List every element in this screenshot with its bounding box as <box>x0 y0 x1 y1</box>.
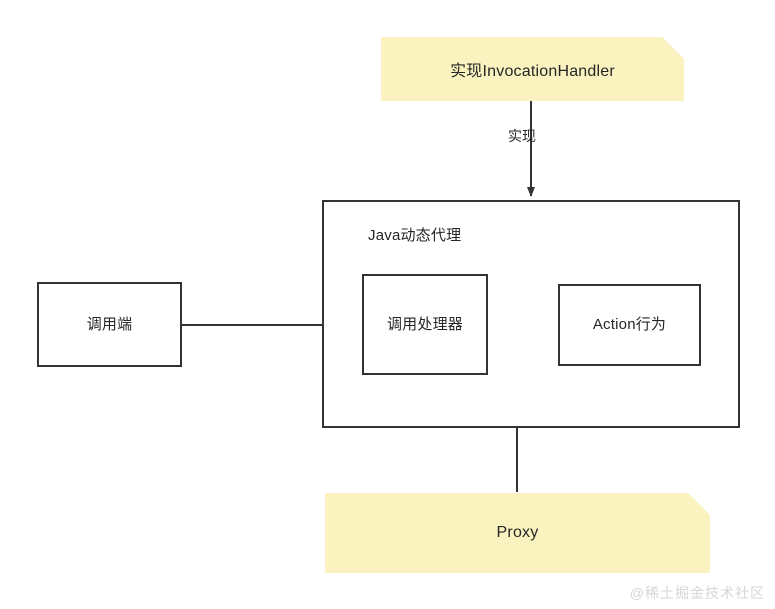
note-invocation-handler[interactable]: 实现InvocationHandler <box>381 37 684 101</box>
box-invocation-handler[interactable]: 调用处理器 <box>362 274 488 375</box>
note-proxy-label: Proxy <box>496 524 539 541</box>
box-action[interactable]: Action行为 <box>558 284 701 366</box>
box-caller[interactable]: 调用端 <box>37 282 182 367</box>
box-action-label: Action行为 <box>592 316 667 334</box>
edge-label-implement: 实现 <box>508 128 536 144</box>
note-invocation-handler-label: 实现InvocationHandler <box>450 63 615 80</box>
note-proxy[interactable]: Proxy <box>325 493 710 573</box>
box-invocation-handler-label: 调用处理器 <box>386 315 463 333</box>
watermark: @稀土掘金技术社区 <box>629 585 765 601</box>
container-title: Java动态代理 <box>368 227 462 244</box>
box-caller-label: 调用端 <box>86 315 133 333</box>
